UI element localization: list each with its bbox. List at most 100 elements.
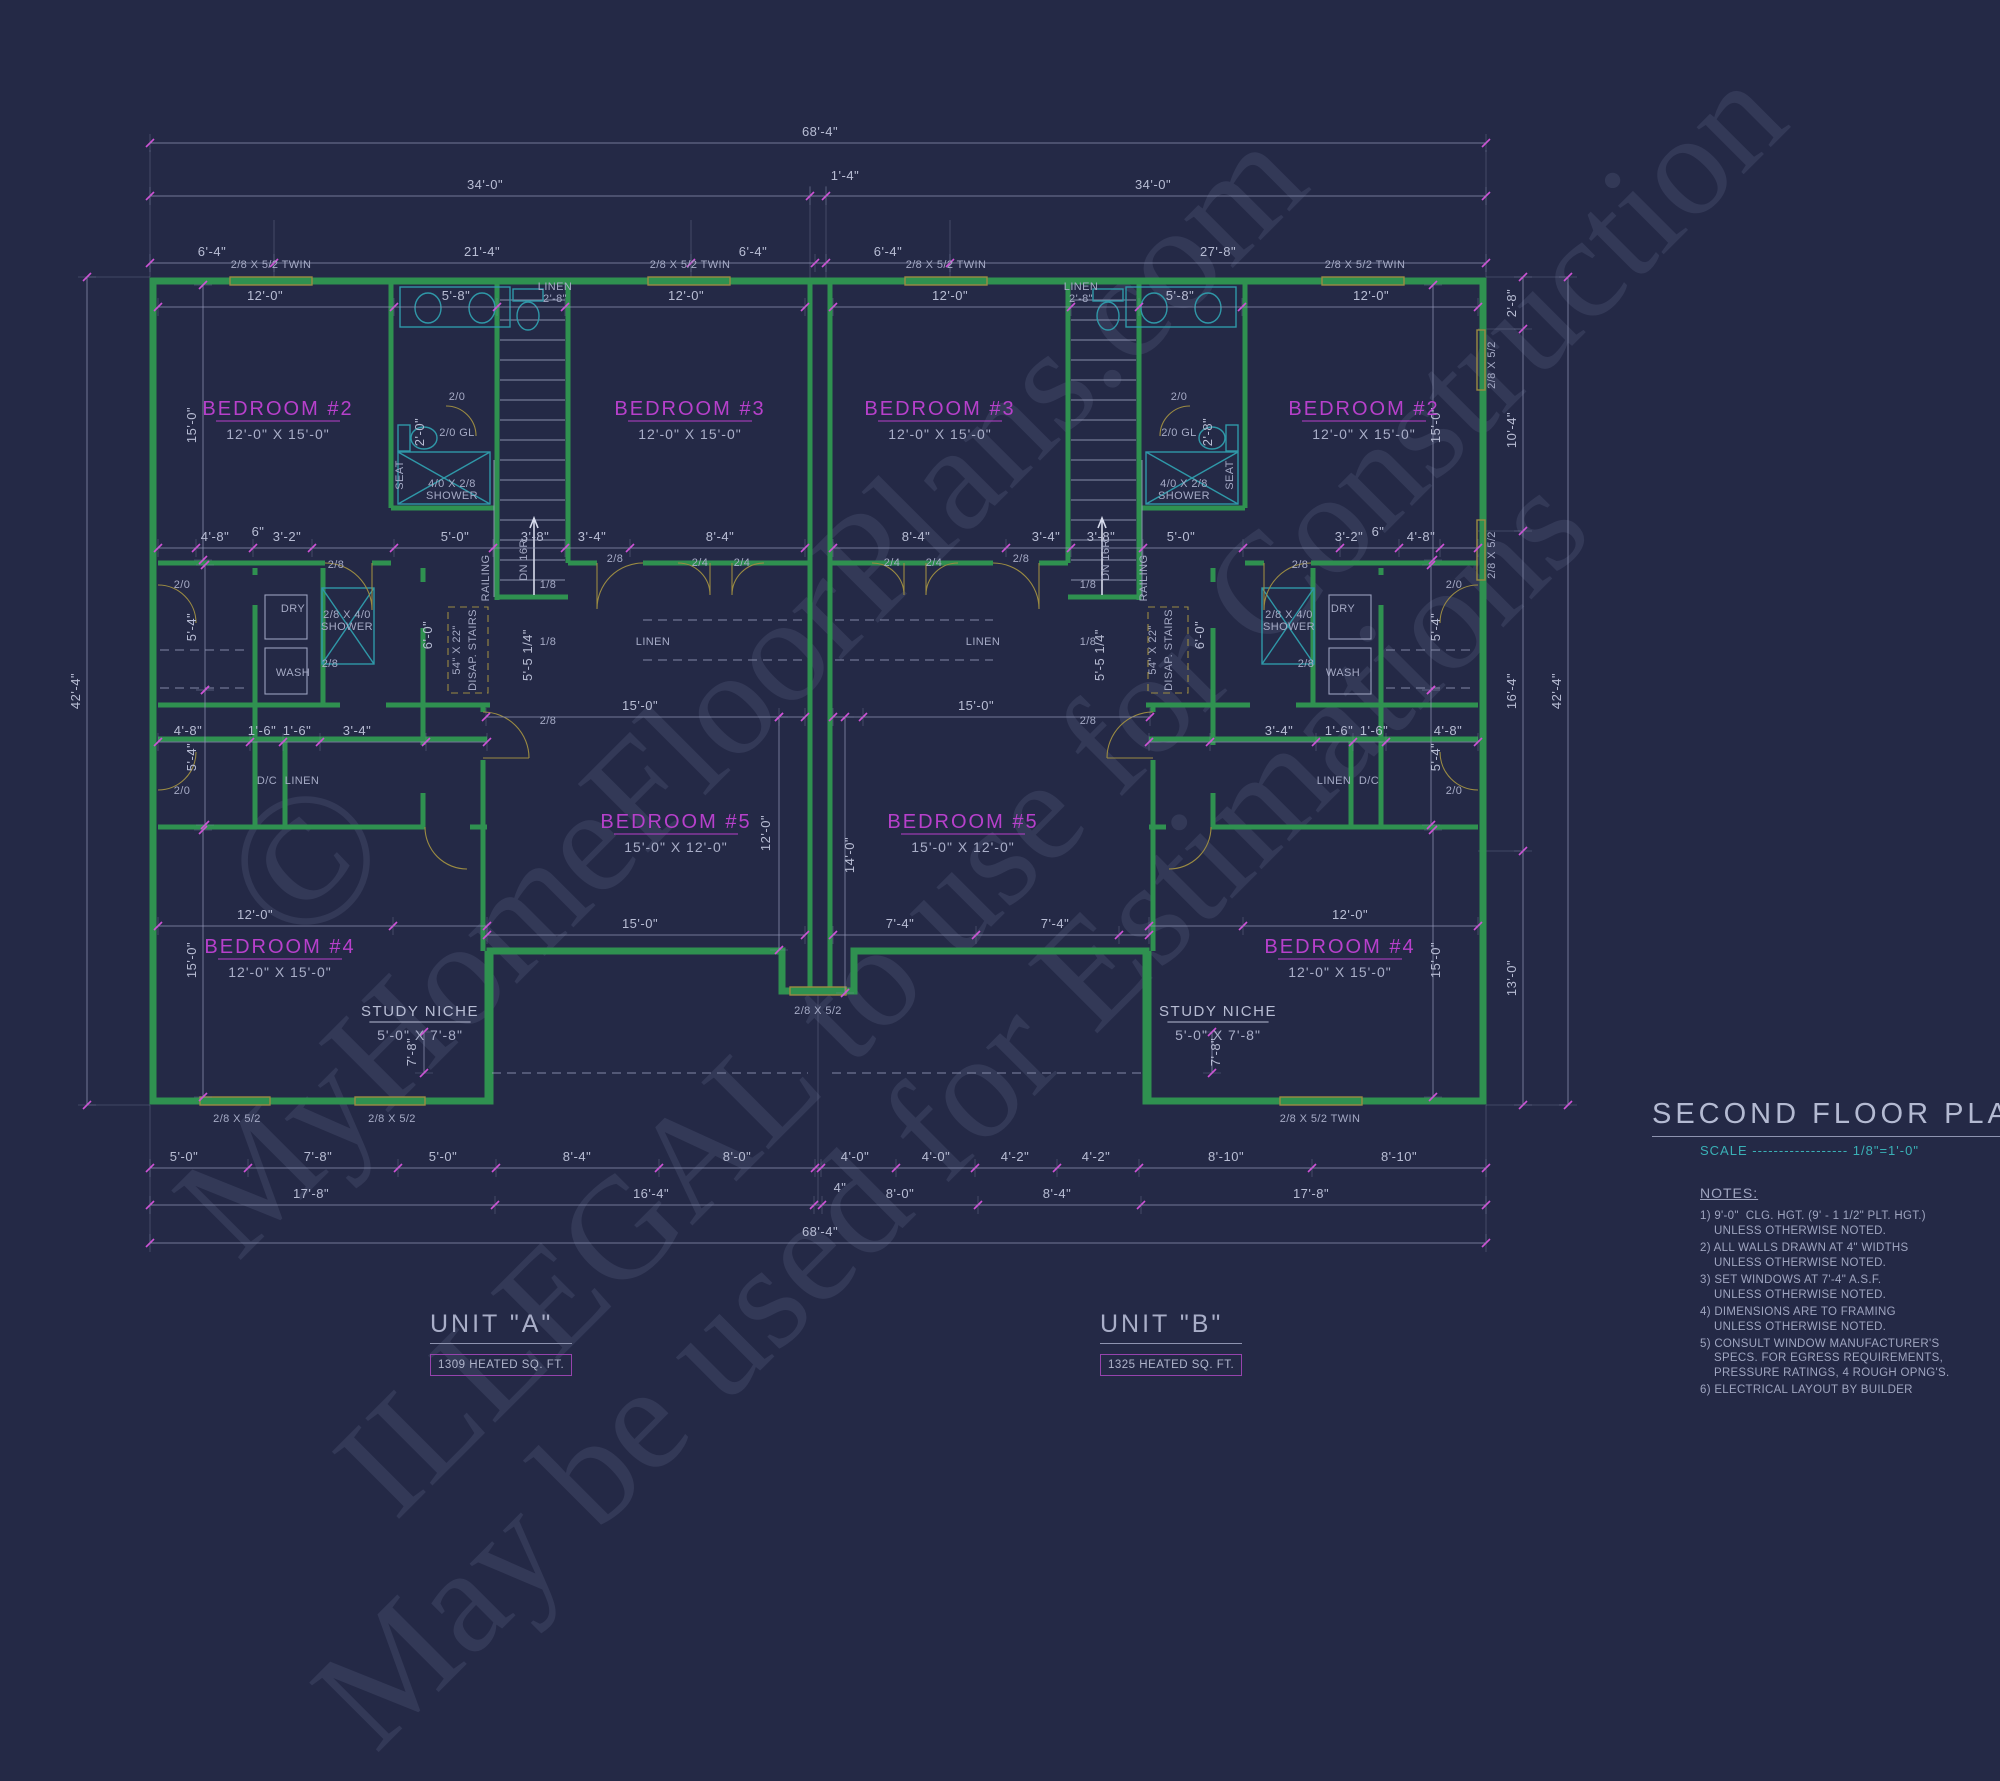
cad-text: 2/8 (1013, 553, 1030, 565)
cad-text: 21'-4" (464, 244, 500, 259)
note-item: 4) DIMENSIONS ARE TO FRAMING UNLESS OTHE… (1700, 1305, 1896, 1333)
cad-text: 1'-6" (248, 723, 276, 738)
cad-text: LINEN (1064, 281, 1098, 293)
cad-text: 16'-4" (1504, 673, 1519, 709)
room-size-label: 15'-0" X 12'-0" (911, 839, 1014, 855)
unit-a-area-badge: 1309 HEATED SQ. FT. (430, 1354, 573, 1376)
cad-text: 3'-4" (1032, 529, 1060, 544)
cad-text: 8'-4" (1043, 1186, 1071, 1201)
cad-text: 2/0 (174, 579, 191, 591)
cad-text: 2/0 GL (439, 427, 474, 439)
unit-b-label: UNIT "B" 1325 HEATED SQ. FT. (1100, 1310, 1243, 1376)
cad-text: 5'-8" (1166, 288, 1194, 303)
cad-text: 4/0 X 2/8 (1160, 478, 1208, 490)
room-size-label: 5'-0" X 7'-8" (1175, 1027, 1261, 1043)
room-size-label: 12'-0" X 15'-0" (638, 426, 741, 442)
cad-text: 2/8 X 5/2 TWIN (231, 259, 312, 271)
cad-text: 2'-8" (1504, 289, 1519, 317)
cad-text: LINEN (285, 775, 319, 787)
cad-text: 4'-8" (174, 723, 202, 738)
cad-text: 6" (252, 524, 265, 539)
cad-text: 34'-0" (467, 177, 503, 192)
cad-text: LINEN (636, 636, 670, 648)
cad-text: 14'-0" (842, 837, 857, 873)
cad-text: 2'-8" (543, 293, 567, 305)
cad-text: 4'-8" (1407, 529, 1435, 544)
cad-text: 7'-8" (404, 1038, 419, 1066)
cad-text: 1/8 (540, 579, 557, 591)
cad-text: 8'-4" (706, 529, 734, 544)
unit-a-label: UNIT "A" 1309 HEATED SQ. FT. (430, 1310, 573, 1376)
room-size-label: 12'-0" X 15'-0" (1288, 964, 1391, 980)
cad-text: 4'-8" (1434, 723, 1462, 738)
cad-text: SEAT (1224, 460, 1236, 490)
unit-a-name: UNIT "A" (430, 1310, 573, 1344)
cad-text: 5'-0" (429, 1149, 457, 1164)
cad-text: 2/8 X 5/2 TWIN (906, 259, 987, 271)
cad-text: 2/0 (1171, 391, 1188, 403)
room-size-label: 12'-0" X 15'-0" (1312, 426, 1415, 442)
cad-text: 3'-8" (1087, 529, 1115, 544)
cad-text: 2/8 X 5/2 (1486, 341, 1498, 389)
cad-text: 2/8 (1080, 715, 1097, 727)
cad-text: 6'-0" (420, 621, 435, 649)
cad-text: 1'-4" (831, 168, 859, 183)
cad-text: D/C (1359, 775, 1379, 787)
cad-text: DN 16R (1100, 539, 1112, 581)
cad-text: 2/8 (322, 658, 339, 670)
cad-text: 2/8 (540, 715, 557, 727)
cad-text: 1'-6" (1325, 723, 1353, 738)
cad-text: 8'-10" (1208, 1149, 1244, 1164)
room-label: BEDROOM #5 (600, 811, 751, 833)
cad-text: 5'-5 1/4" (1092, 629, 1107, 681)
cad-text: 15'-0" (1428, 942, 1443, 978)
cad-text: 4'-0" (922, 1149, 950, 1164)
cad-text: RAILING (480, 555, 492, 602)
cad-text: 12'-0" (247, 288, 283, 303)
room-label: BEDROOM #2 (1288, 398, 1439, 420)
cad-text: 12'-0" (932, 288, 968, 303)
cad-text: 17'-8" (1293, 1186, 1329, 1201)
cad-text: SHOWER (426, 490, 478, 502)
note-item: 1) 9'-0" CLG. HGT. (9' - 1 1/2" PLT. HGT… (1700, 1210, 1926, 1237)
unit-b-area-badge: 1325 HEATED SQ. FT. (1100, 1354, 1243, 1376)
notes-heading: NOTES: (1700, 1185, 1759, 1201)
cad-text: 54" X 22" (1147, 625, 1159, 674)
page-title: SECOND FLOOR PLAN (1652, 1098, 2000, 1137)
cad-text: 2/4 (926, 557, 943, 569)
room-size-label: 12'-0" X 15'-0" (888, 426, 991, 442)
notes-list: 1) 9'-0" CLG. HGT. (9' - 1 1/2" PLT. HGT… (1700, 1209, 1950, 1398)
cad-text: SHOWER (321, 621, 373, 633)
cad-text: 5'-4" (1428, 743, 1443, 771)
cad-text: 2/0 (1446, 785, 1463, 797)
cad-text: 1/8 (540, 636, 557, 648)
cad-text: 15'-0" (1428, 407, 1443, 443)
cad-text: 1/8 (1080, 579, 1097, 591)
cad-text: 6'-4" (739, 244, 767, 259)
unit-b-name: UNIT "B" (1100, 1310, 1243, 1344)
cad-text: 6'-4" (198, 244, 226, 259)
room-label: STUDY NICHE (1159, 1003, 1277, 1020)
cad-text: LINEN (538, 281, 572, 293)
cad-text: 8'-0" (886, 1186, 914, 1201)
note-item: 3) SET WINDOWS AT 7'-4" A.S.F. UNLESS OT… (1700, 1273, 1887, 1301)
cad-text: 3'-2" (273, 529, 301, 544)
note-item: 5) CONSULT WINDOW MANUFACTURER'S SPECS. … (1700, 1337, 1950, 1380)
cad-text: 3'-4" (1265, 723, 1293, 738)
cad-text: 42'-4" (68, 673, 83, 709)
cad-text: 2/4 (884, 557, 901, 569)
cad-text: 2/8 X 4/0 (1265, 609, 1313, 621)
room-label: BEDROOM #3 (864, 398, 1015, 420)
room-size-label: 15'-0" X 12'-0" (624, 839, 727, 855)
cad-text: 5'-0" (1167, 529, 1195, 544)
cad-text: 2/8 X 4/0 (323, 609, 371, 621)
door-swings (157, 405, 1479, 870)
cad-text: 7'-4" (1041, 916, 1069, 931)
cad-text: DRY (1331, 603, 1355, 615)
cad-text: 4" (834, 1180, 847, 1195)
cad-text: 27'-8" (1200, 244, 1236, 259)
cad-text: 5'-0" (441, 529, 469, 544)
room-size-label: 5'-0" X 7'-8" (377, 1027, 463, 1043)
cad-text: 4'-2" (1082, 1149, 1110, 1164)
cad-text: 1'-6" (283, 723, 311, 738)
